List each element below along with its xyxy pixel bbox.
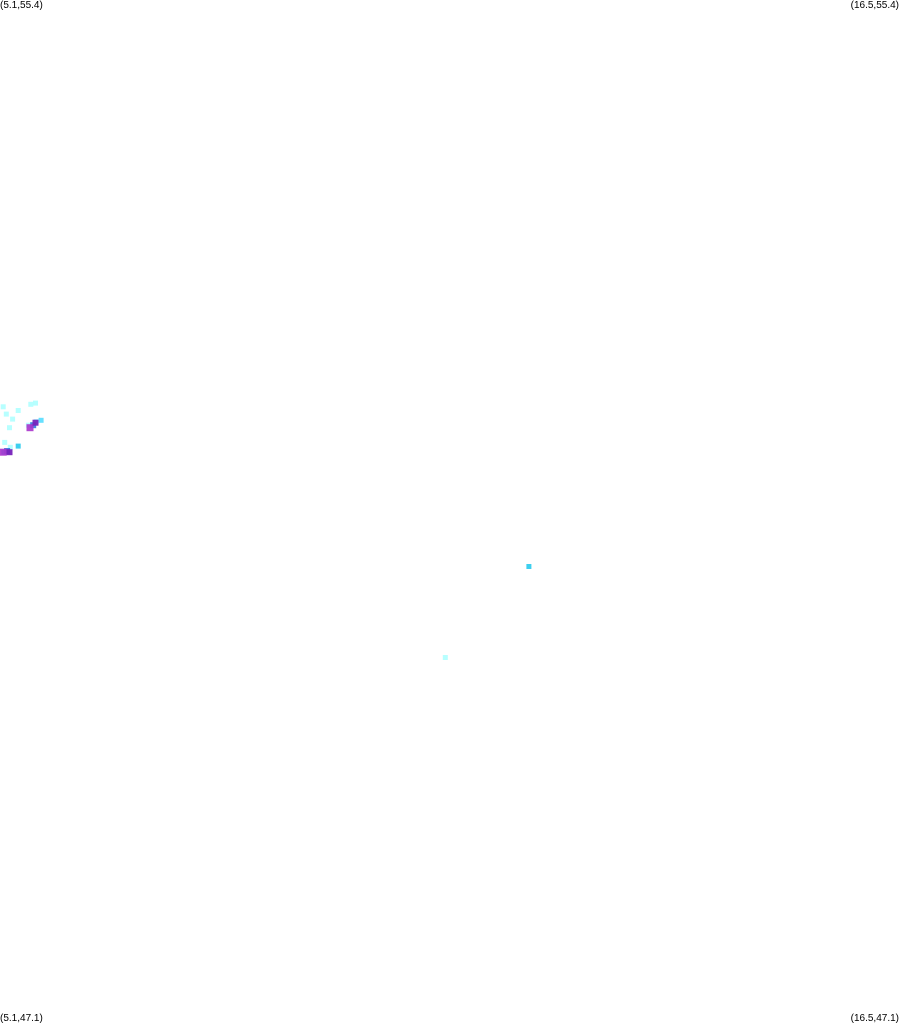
map-point <box>3 411 9 417</box>
map-point <box>0 404 6 410</box>
map-point <box>33 400 38 406</box>
map-point <box>28 401 34 407</box>
map-point <box>26 424 34 432</box>
map-point <box>0 448 7 456</box>
map-point <box>15 443 21 449</box>
map-point <box>7 444 13 450</box>
map-point <box>38 417 44 423</box>
map-point <box>15 408 21 413</box>
corner-label-bottom-left: (5.1,47.1) <box>0 1013 43 1024</box>
corner-label-top-right: (16.5,55.4) <box>850 0 899 11</box>
map-point <box>2 439 8 445</box>
map-point <box>6 449 13 456</box>
corner-label-bottom-right: (16.5,47.1) <box>850 1013 899 1024</box>
map-point <box>32 419 39 426</box>
map-point <box>10 416 16 422</box>
map-point <box>526 564 532 569</box>
map-point <box>7 425 12 431</box>
map-point <box>442 655 448 660</box>
corner-label-top-left: (5.1,55.4) <box>0 0 43 11</box>
